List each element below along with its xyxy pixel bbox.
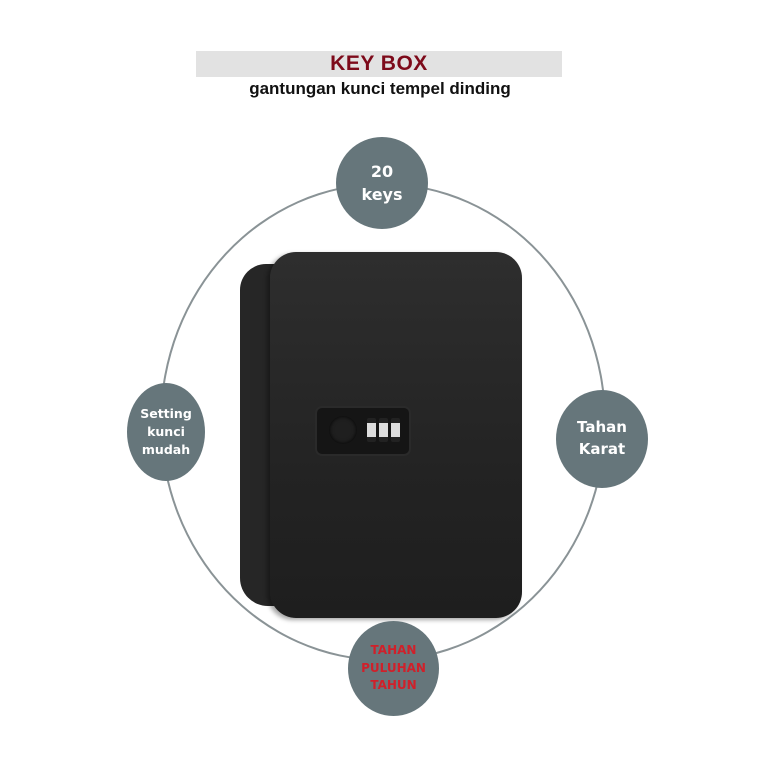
- feature-bubble-capacity: 20 keys: [336, 137, 428, 229]
- feature-text: Setting: [140, 405, 192, 421]
- feature-text: keys: [361, 185, 403, 204]
- feature-bubble-rust-resistant: Tahan Karat: [556, 390, 648, 488]
- feature-text: kunci: [147, 423, 185, 439]
- feature-text: TAHUN: [370, 678, 417, 693]
- dial-icon: [391, 418, 400, 442]
- feature-text: Tahan: [577, 418, 627, 437]
- combination-lock-icon: [317, 408, 409, 454]
- dial-icon: [379, 418, 388, 442]
- feature-bubble-durable: TAHAN PULUHAN TAHUN: [348, 621, 439, 716]
- feature-bubble-easy-setting: Setting kunci mudah: [127, 383, 205, 481]
- feature-text: Karat: [578, 440, 626, 458]
- page-title: KEY BOX: [330, 52, 428, 75]
- feature-text: TAHAN: [370, 643, 417, 658]
- page-subtitle: gantungan kunci tempel dinding: [249, 79, 511, 98]
- feature-text: PULUHAN: [361, 660, 426, 675]
- feature-text: mudah: [141, 442, 191, 458]
- dial-icon: [367, 418, 376, 442]
- title-banner: [196, 51, 562, 77]
- lock-knob-icon: [329, 416, 357, 444]
- feature-text: 20: [370, 161, 394, 181]
- lock-dials: [367, 418, 400, 442]
